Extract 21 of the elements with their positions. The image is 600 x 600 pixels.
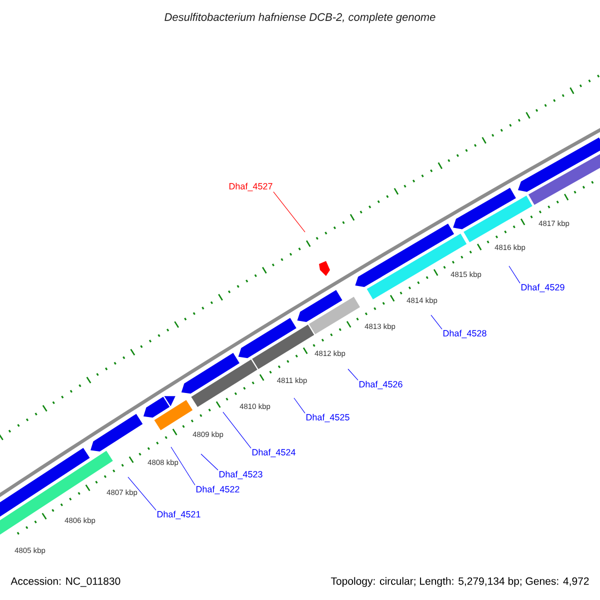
gene-label: Dhaf_4528 (443, 330, 486, 338)
leader-line (200, 454, 218, 470)
leader-line (170, 446, 196, 486)
leader-line (348, 368, 358, 380)
gene-label: Dhaf_4529 (521, 284, 564, 292)
gene-label: Dhaf_4521 (157, 510, 200, 520)
footer-text: Accession: NC_011830 (10, 577, 120, 587)
gene-label: Dhaf_4524 (252, 448, 296, 458)
title: Desulfitobacterium hafniense DCB-2, complete genome (164, 12, 436, 24)
leader-line (508, 266, 520, 284)
leader-line (294, 398, 306, 414)
gene-label: Dhaf_4522 (196, 486, 240, 494)
footer-text: Topology: circular; Length: 5,279,134 bp; Genes: 4,972 (330, 577, 589, 587)
leader-line (430, 314, 442, 330)
gene-label: Dhaf_4527 (229, 182, 272, 192)
gene-label: Dhaf_4523 (219, 470, 262, 480)
leader-line (273, 192, 306, 232)
leader-line (128, 476, 156, 510)
leader-line (222, 412, 252, 448)
gene-label: Dhaf_4525 (306, 414, 350, 422)
gene-label: Dhaf_4526 (359, 380, 402, 390)
